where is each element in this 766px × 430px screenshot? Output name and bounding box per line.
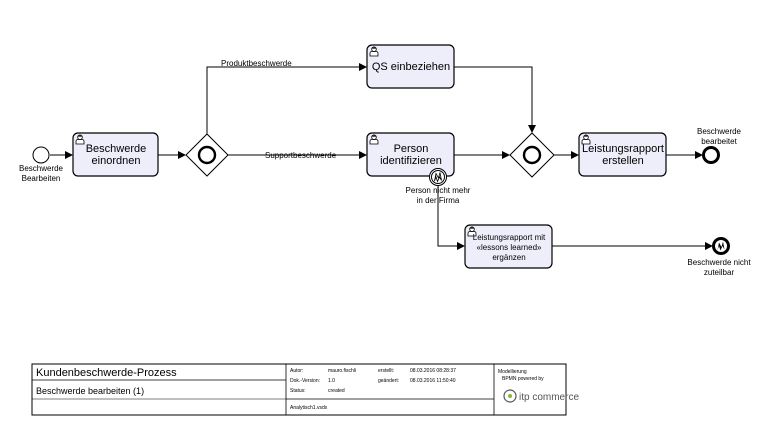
erstellt-label: erstellt:: [378, 368, 394, 374]
error-end-label-line1: Beschwerde nicht: [687, 258, 751, 267]
error-icon: [717, 241, 725, 251]
title-block-subtitle: Beschwerde bearbeiten (1): [36, 386, 144, 396]
file-name: Analytisch1.vsdx: [290, 405, 328, 411]
credit-line1: Modellierung: [498, 369, 527, 375]
autor-value: mauro.fischli: [328, 368, 356, 374]
start-event-label-line1: Beschwerde: [19, 164, 64, 173]
gateway-join[interactable]: [509, 132, 555, 178]
erstellt-value: 08.03.2016 08:28:37: [410, 368, 456, 374]
logo-text: itp commerce: [519, 392, 579, 403]
task-person-line2: identifizieren: [380, 155, 442, 167]
task-lessons-line2: «lessons learned»: [477, 243, 542, 252]
flow-boundary-to-lessons[interactable]: [437, 186, 465, 250]
flow-label-supportbeschwerde: Supportbeschwerde: [265, 151, 337, 160]
version-label: Dok.-Version:: [290, 378, 320, 384]
itp-commerce-logo: itp commerce: [503, 389, 579, 403]
task-beschwerde-einordnen[interactable]: Beschwerde einordnen: [72, 132, 159, 177]
flow-produktbeschwerde[interactable]: [206, 63, 367, 134]
task-person-line1: Person: [394, 143, 429, 155]
task-lessons-line3: ergänzen: [492, 253, 525, 262]
task-einordnen-line1: Beschwerde: [86, 143, 147, 155]
task-leistungsrapport-erstellen[interactable]: Leistungsrapport erstellen: [578, 132, 667, 177]
geaendert-label: geändert:: [378, 378, 399, 384]
title-block-title: Kundenbeschwerde-Prozess: [36, 367, 177, 379]
flow-label-produktbeschwerde: Produktbeschwerde: [221, 59, 292, 68]
geaendert-value: 08.03.2016 11:50:40: [410, 378, 456, 384]
task-rapport-line2: erstellen: [602, 155, 644, 167]
status-label: Status:: [290, 388, 306, 394]
status-value: created: [328, 388, 345, 394]
end-event[interactable]: [702, 146, 720, 164]
task-einordnen-line2: einordnen: [92, 155, 141, 167]
start-event[interactable]: [32, 146, 50, 164]
error-end-event[interactable]: [712, 237, 730, 255]
boundary-label-line2: in der Firma: [417, 196, 460, 205]
task-person-identifizieren[interactable]: Person identifizieren: [366, 132, 455, 177]
flow-qs-to-join[interactable]: [454, 66, 536, 133]
task-rapport-line1: Leistungsrapport: [582, 143, 664, 155]
end-event-label-line2: bearbeitet: [701, 137, 737, 146]
title-block: Kundenbeschwerde-Prozess Beschwerde bear…: [31, 363, 579, 416]
boundary-error-event[interactable]: [429, 168, 447, 186]
start-event-label-line2: Bearbeiten: [22, 174, 61, 183]
credit-line2: BPMN powered by: [502, 376, 544, 382]
end-event-label-line1: Beschwerde: [697, 127, 742, 136]
autor-label: Autor:: [290, 368, 303, 374]
task-lessons-learned[interactable]: Leistungsrapport mit «lessons learned» e…: [464, 224, 553, 269]
version-value: 1.0: [328, 378, 335, 384]
task-qs-line1: QS einbeziehen: [372, 61, 450, 73]
boundary-label-line1: Person nicht mehr: [406, 186, 471, 195]
error-end-label-line2: zuteilbar: [704, 268, 735, 277]
task-lessons-line1: Leistungsrapport mit: [473, 233, 546, 242]
error-icon: [434, 172, 442, 183]
task-qs-einbeziehen[interactable]: QS einbeziehen: [366, 44, 455, 89]
gateway-split[interactable]: [185, 133, 229, 177]
sequence-flows: [50, 63, 713, 250]
